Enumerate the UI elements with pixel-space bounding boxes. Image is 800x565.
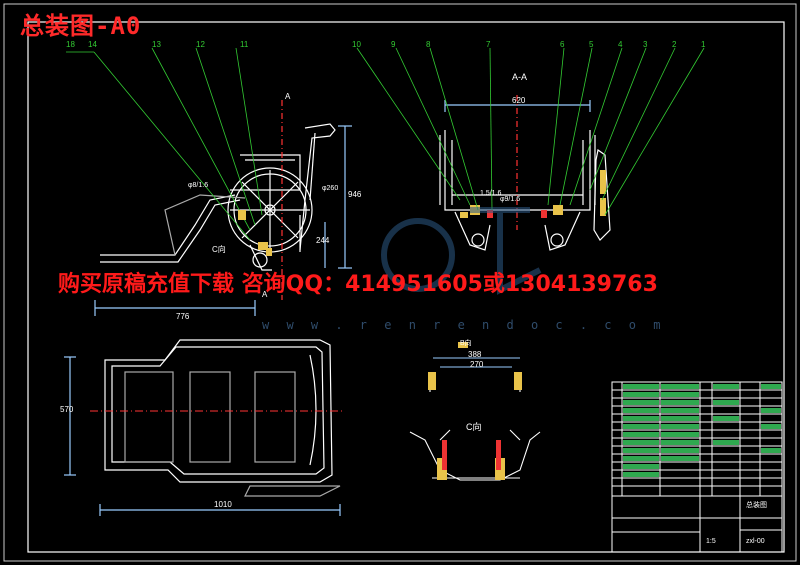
- c-view-parts: [428, 342, 522, 480]
- title-block-drawing-no: zxl-00: [746, 538, 765, 545]
- leaders-right: [356, 47, 705, 216]
- dim-c-inner: 270: [470, 360, 484, 369]
- callout-right-3: 7: [486, 40, 491, 49]
- callout-left-3: 12: [196, 40, 205, 49]
- section-aa-red-parts: [487, 210, 547, 218]
- callout-right-5: 5: [589, 40, 594, 49]
- dim-c-outer: 388: [468, 350, 482, 359]
- dim-side-r: φ260: [322, 185, 339, 192]
- section-aa: [439, 95, 611, 251]
- dim-side-phi: φ8/1.6: [188, 182, 209, 189]
- title-block-name: 总装图: [746, 502, 767, 509]
- callout-right-2: 8: [426, 40, 431, 49]
- dim-aa-2: φ9/1.6: [500, 196, 521, 203]
- drawing-title: 总装图-A0: [20, 12, 142, 40]
- c-view: [409, 357, 541, 481]
- section-a-top: A: [285, 92, 291, 101]
- callout-right-8: 2: [672, 40, 677, 49]
- dim-plan-height: 570: [60, 405, 74, 414]
- dim-side-height: 946: [348, 190, 362, 199]
- callout-right-0: 10: [352, 40, 361, 49]
- callout-right-9: 1: [701, 40, 706, 49]
- watermark-logo: [381, 207, 542, 295]
- section-a-bottom: A: [262, 290, 268, 299]
- callout-left-0: 18: [66, 40, 75, 49]
- title-block-cells: [623, 384, 781, 477]
- plan-view: [64, 339, 341, 516]
- side-view: [94, 100, 352, 316]
- b-view-mark: B向: [460, 340, 472, 347]
- callout-left-4: 11: [240, 40, 249, 49]
- c-view-mark: C向: [212, 245, 226, 254]
- title-block-scale: 1:5: [706, 538, 716, 545]
- dim-aa-1: 1.5/1.6: [480, 190, 502, 197]
- dim-plan-width: 1010: [214, 500, 232, 509]
- outer-frame: [3, 3, 797, 562]
- callout-right-7: 3: [643, 40, 648, 49]
- promo-banner: 购买原稿充值下载 咨询QQ：414951605或1304139763: [58, 272, 658, 297]
- side-parts: [238, 210, 272, 256]
- dim-top-width: 620: [512, 96, 526, 105]
- callout-left-1: 14: [88, 40, 97, 49]
- section-aa-label: A-A: [512, 72, 528, 82]
- watermark-url: w w w . r e n r e n d o c . c o m: [262, 318, 666, 332]
- c-view-label: C向: [466, 422, 482, 432]
- leaders-left: [66, 47, 263, 241]
- callout-right-6: 4: [618, 40, 623, 49]
- dim-side-width: 776: [176, 312, 190, 321]
- title-block: [611, 381, 783, 553]
- callout-left-2: 13: [152, 40, 161, 49]
- inner-frame: [27, 21, 785, 553]
- callout-right-4: 6: [560, 40, 565, 49]
- callout-right-1: 9: [391, 40, 396, 49]
- dim-side-small: 244: [316, 236, 330, 245]
